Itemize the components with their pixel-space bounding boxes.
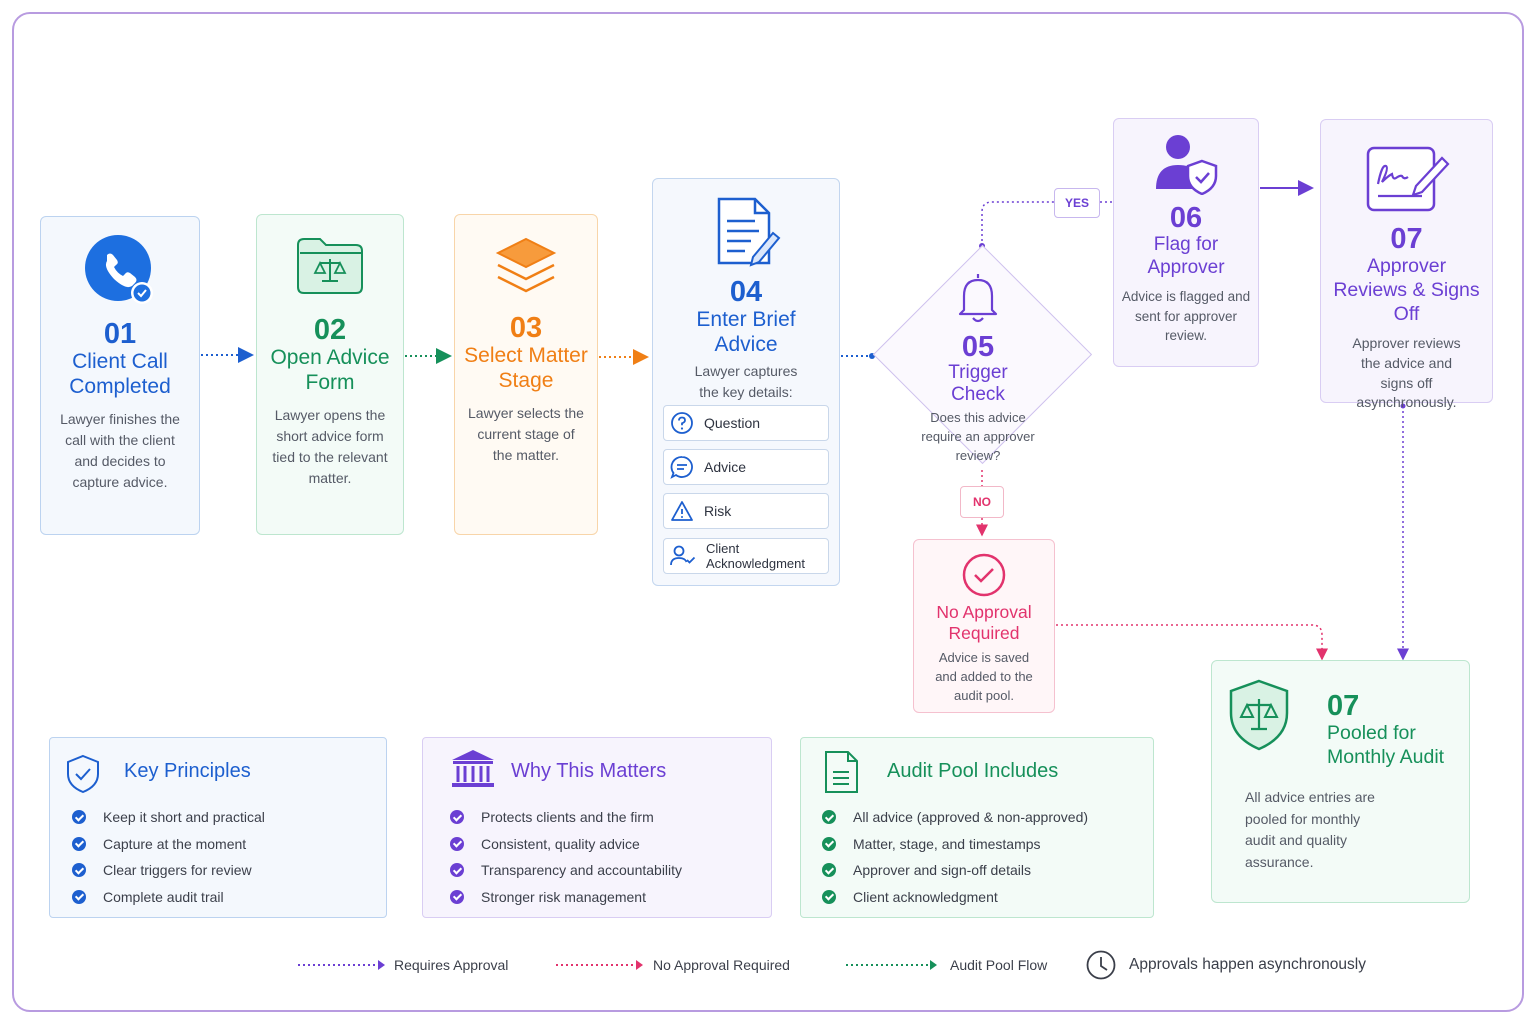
key-principles-panel: Key Principles Keep it short and practic… <box>49 737 387 918</box>
signature-icon <box>1364 144 1450 214</box>
legend-async: Approvals happen asynchronously <box>1086 950 1366 980</box>
audit-pool-includes-panel: Audit Pool Includes All advice (approved… <box>800 737 1154 918</box>
pooled-title: Pooled for Monthly Audit <box>1327 722 1445 768</box>
panel-title: Why This Matters <box>511 760 667 782</box>
bank-icon <box>450 748 496 795</box>
step-number: 07 <box>1327 690 1360 722</box>
list-item: Matter, stage, and timestamps <box>822 831 1088 858</box>
step-title: Client Call Completed <box>69 350 171 398</box>
legend-requires-approval: Requires Approval <box>298 952 508 978</box>
pink-dotted-arrow-icon <box>556 960 643 970</box>
purple-dotted-arrow-icon <box>298 960 385 970</box>
step-number: 03 <box>509 312 543 344</box>
yes-branch-tag: YES <box>1054 188 1100 218</box>
shield-check-icon <box>65 754 101 799</box>
list-item: Capture at the moment <box>72 831 265 858</box>
legend-label: No Approval Required <box>653 957 790 973</box>
step-title: Flag for Approver <box>1147 234 1225 278</box>
list-item: Keep it short and practical <box>72 804 265 831</box>
user-check-icon <box>670 545 696 566</box>
step-02-card: 02 Open Advice Form Lawyer opens the sho… <box>256 214 404 535</box>
detail-label: Client Acknowledgment <box>706 541 805 571</box>
step-number: 06 <box>1169 202 1203 234</box>
detail-client-acknowledgment[interactable]: Client Acknowledgment <box>663 538 829 574</box>
step-description: Lawyer selects the current stage of the … <box>468 405 584 463</box>
pooled-description: All advice entries are pooled for monthl… <box>1245 789 1375 870</box>
shield-scales-icon <box>1226 677 1292 753</box>
step-description: Approver reviews the advice and signs of… <box>1352 335 1461 411</box>
detail-question[interactable]: Question <box>663 405 829 441</box>
legend-no-approval: No Approval Required <box>556 952 790 978</box>
arrow-yes <box>981 201 1054 246</box>
arrow-noapproval-pool <box>1056 624 1328 661</box>
legend-label: Audit Pool Flow <box>950 957 1048 973</box>
detail-label: Advice <box>704 459 747 475</box>
panel-title: Audit Pool Includes <box>887 760 1059 782</box>
clock-icon <box>1086 950 1116 980</box>
list-item: Protects clients and the firm <box>450 804 682 831</box>
step-number: 04 <box>729 276 763 308</box>
check-circle-icon <box>961 552 1007 598</box>
step-description: Does this advice require an approver rev… <box>921 410 1035 463</box>
step-description: Lawyer opens the short advice form tied … <box>272 407 388 486</box>
step-title: Trigger Check <box>948 362 1008 405</box>
step-03-card: 03 Select Matter Stage Lawyer selects th… <box>454 214 598 535</box>
list-item: Transparency and accountability <box>450 857 682 884</box>
step-number: 02 <box>313 314 347 346</box>
list-item: All advice (approved & non-approved) <box>822 804 1088 831</box>
no-approval-title: No Approval Required <box>936 602 1032 643</box>
detail-risk[interactable]: Risk <box>663 493 829 529</box>
step-04-card: 04 Enter Brief Advice Lawyer captures th… <box>652 178 840 586</box>
no-branch-tag: NO <box>960 486 1004 518</box>
no-approval-description: Advice is saved and added to the audit p… <box>935 650 1033 703</box>
step-05-content: 05 Trigger Check Does this advice requir… <box>912 270 1044 465</box>
chat-icon <box>670 456 693 479</box>
green-dotted-arrow-icon <box>846 960 937 970</box>
step-number: 05 <box>961 331 995 363</box>
step-07-card: 07 Approver Reviews & Signs Off Approver… <box>1320 119 1493 410</box>
list-item: Approver and sign-off details <box>822 857 1088 884</box>
step-description: Lawyer captures the key details: <box>694 363 798 400</box>
list-item: Complete audit trail <box>72 884 265 911</box>
step-description: Lawyer finishes the call with the client… <box>60 411 180 490</box>
step-title: Select Matter Stage <box>464 344 588 392</box>
question-icon <box>671 412 693 434</box>
step-description: Advice is flagged and sent for approver … <box>1121 289 1251 343</box>
panel-title: Key Principles <box>124 760 251 782</box>
detail-advice[interactable]: Advice <box>663 449 829 485</box>
warning-icon <box>671 501 693 521</box>
diagram-frame <box>12 12 1524 1012</box>
step-number: 07 <box>1390 223 1423 255</box>
folder-scales-icon <box>294 233 366 299</box>
user-shield-icon <box>1154 131 1218 196</box>
detail-label: Question <box>704 415 761 431</box>
step-title: Enter Brief Advice <box>696 308 796 356</box>
legend-label: Requires Approval <box>394 957 509 973</box>
why-this-matters-panel: Why This Matters Protects clients and th… <box>422 737 772 918</box>
step-title: Open Advice Form <box>270 346 390 394</box>
detail-label: Risk <box>704 503 732 519</box>
step-number: 01 <box>103 318 137 350</box>
step-title: Approver Reviews & Signs Off <box>1333 255 1480 325</box>
document-pen-icon <box>711 195 781 267</box>
phone-icon <box>85 235 155 305</box>
step-01-card: 01 Client Call Completed Lawyer finishes… <box>40 216 200 535</box>
no-approval-card: No Approval Required Advice is saved and… <box>913 539 1055 713</box>
pooled-audit-card: 07 Pooled for Monthly Audit All advice e… <box>1211 660 1470 903</box>
list-item: Client acknowledgment <box>822 884 1088 911</box>
list-item: Consistent, quality advice <box>450 831 682 858</box>
list-item: Clear triggers for review <box>72 857 265 884</box>
layers-icon <box>494 235 558 299</box>
legend-audit-pool-flow: Audit Pool Flow <box>846 952 1047 978</box>
list-item: Stronger risk management <box>450 884 682 911</box>
document-list-icon <box>823 750 859 799</box>
bell-icon <box>956 270 1000 324</box>
legend-label: Approvals happen asynchronously <box>1129 956 1366 973</box>
step-06-card: 06 Flag for Approver Advice is flagged a… <box>1113 118 1259 367</box>
